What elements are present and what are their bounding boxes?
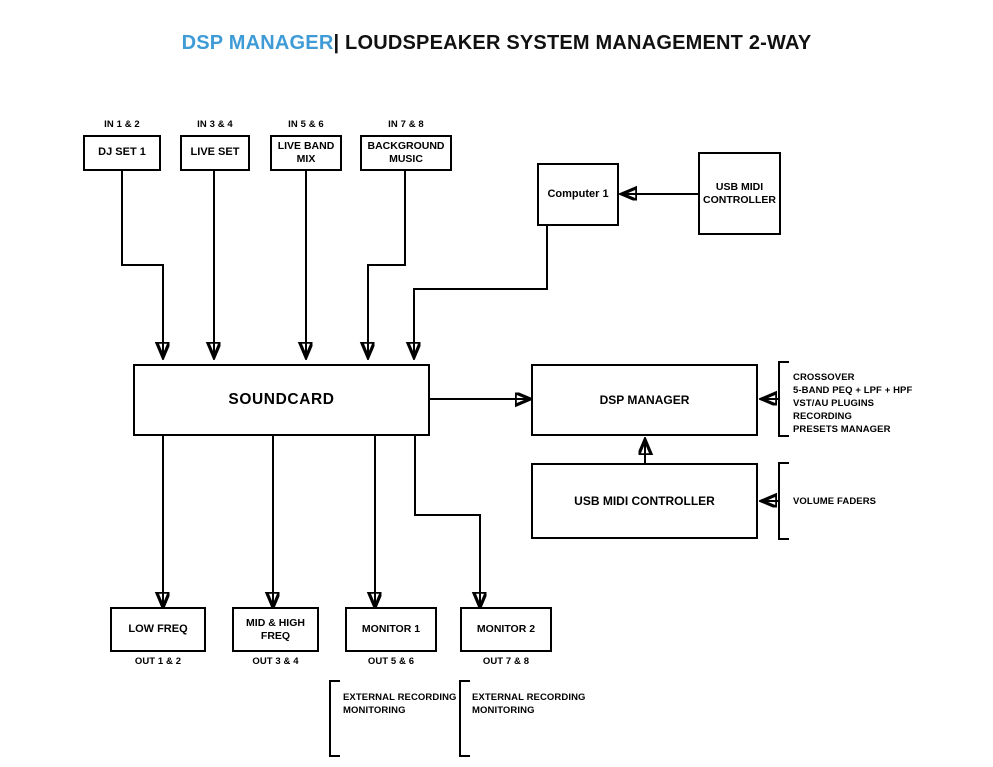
output-channel-label-1: OUT 1 & 2 (134, 656, 182, 667)
dsp-manager-features-label: CROSSOVER 5-BAND PEQ + LPF + HPF VST/AU … (793, 372, 913, 436)
output-channel-label-2: OUT 3 & 4 (252, 656, 299, 667)
input-box-dj-set-1[interactable]: DJ SET 1 (83, 135, 161, 171)
volume-faders-label: VOLUME FADERS (793, 496, 877, 507)
output-box-monitor-1[interactable]: MONITOR 1 (345, 607, 437, 652)
output-box-low-freq[interactable]: LOW FREQ (110, 607, 206, 652)
external-recording-note-2: EXTERNAL RECORDING MONITORING (472, 692, 586, 717)
output-channel-label-3: OUT 5 & 6 (367, 656, 415, 667)
output-box-mid-high-freq[interactable]: MID & HIGH FREQ (232, 607, 319, 652)
input-channel-label-1: IN 1 & 2 (104, 119, 140, 130)
input-box-background-music[interactable]: BACKGROUND MUSIC (360, 135, 452, 171)
external-recording-note-1: EXTERNAL RECORDING MONITORING (343, 692, 457, 717)
usb-midi-controller-bottom-box[interactable]: USB MIDI CONTROLLER (531, 463, 758, 539)
title-separator: | (333, 32, 340, 54)
input-channel-label-3: IN 5 & 6 (288, 119, 324, 130)
title-brand: DSP MANAGER (181, 32, 334, 54)
input-channel-label-4: IN 7 & 8 (388, 119, 424, 130)
page-title: DSP MANAGER| LOUDSPEAKER SYSTEM MANAGEME… (0, 32, 993, 55)
input-box-live-band-mix[interactable]: LIVE BAND MIX (270, 135, 342, 171)
output-channel-label-4: OUT 7 & 8 (482, 656, 530, 667)
computer-box[interactable]: Computer 1 (537, 163, 619, 226)
usb-midi-controller-top-box[interactable]: USB MIDI CONTROLLER (698, 152, 781, 235)
output-box-monitor-2[interactable]: MONITOR 2 (460, 607, 552, 652)
input-channel-label-2: IN 3 & 4 (197, 119, 233, 130)
dsp-manager-box[interactable]: DSP MANAGER (531, 364, 758, 436)
input-box-live-set[interactable]: LIVE SET (180, 135, 250, 171)
soundcard-box[interactable]: SOUNDCARD (133, 364, 430, 436)
title-subtitle: LOUDSPEAKER SYSTEM MANAGEMENT 2-WAY (345, 32, 812, 54)
